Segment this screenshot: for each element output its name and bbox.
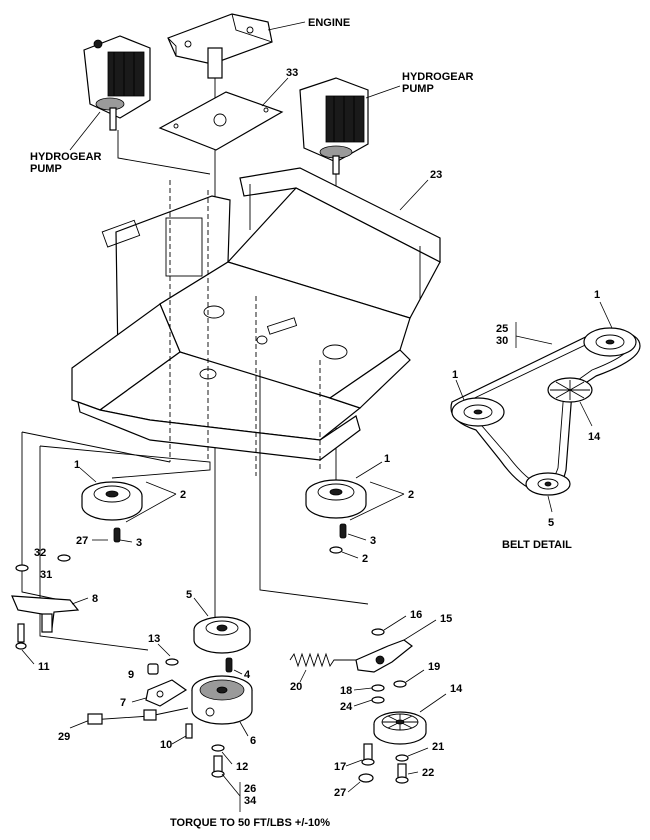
callout-23: 23 (430, 169, 442, 181)
washer-12 (211, 744, 225, 752)
callout-25: 25 (496, 323, 508, 335)
mower-frame (71, 167, 441, 461)
hydrogear-pump-left-label-line2: PUMP (30, 163, 62, 175)
callout-31: 31 (40, 569, 52, 581)
callout-30: 30 (496, 335, 508, 347)
callout-10: 10 (160, 739, 172, 751)
callout-22: 22 (422, 767, 434, 779)
belt-detail-drawing (450, 327, 641, 496)
key-part-left (113, 527, 121, 543)
hydrogear-pump-left (83, 35, 151, 131)
callout-20: 20 (290, 681, 302, 693)
routing-line-left-lower (39, 446, 149, 651)
callout-33: 33 (286, 67, 298, 79)
callout-14-belt: 14 (588, 431, 601, 443)
callout-32: 32 (34, 547, 46, 559)
idler-arm-15 (355, 639, 413, 673)
callout-9: 9 (128, 669, 134, 681)
center-idler-pulley (193, 616, 251, 654)
idler-pulley-14-lower (373, 711, 427, 745)
electric-clutch (191, 675, 253, 725)
callout-1-right-pulley: 1 (384, 453, 390, 465)
washer-24 (371, 696, 385, 704)
callout-18: 18 (340, 685, 352, 697)
callout-3-right: 3 (370, 535, 376, 547)
callout-5-belt: 5 (548, 517, 554, 529)
callout-4: 4 (244, 669, 251, 681)
callout-2-right-b: 2 (362, 553, 368, 565)
callout-1-left-pulley: 1 (74, 459, 80, 471)
belt-detail-label: BELT DETAIL (502, 539, 572, 551)
washer-19 (393, 680, 407, 688)
callout-24: 24 (340, 701, 353, 713)
washer-31 (15, 564, 29, 572)
bolt-11 (15, 623, 27, 650)
bolt-10 (185, 723, 193, 739)
washer-18 (371, 684, 385, 692)
hydrogear-pump-left-label-line1: HYDROGEAR (30, 151, 102, 163)
callout-21: 21 (432, 741, 444, 753)
callout-3-left: 3 (136, 537, 142, 549)
engine-mount-plate (158, 91, 284, 151)
key-part-right (339, 523, 347, 539)
engine-label: ENGINE (308, 17, 350, 29)
washer-16 (371, 628, 385, 636)
right-drive-pulley (305, 479, 367, 519)
hydrogear-pump-right-label-line2: PUMP (402, 83, 434, 95)
routing-line-center (259, 370, 369, 605)
bracket-7 (145, 679, 188, 707)
nut-27-right (358, 773, 374, 783)
nut-right (329, 546, 343, 554)
washer-21 (395, 754, 409, 762)
callout-14-lower: 14 (450, 683, 463, 695)
routing-line-left-mid (39, 445, 211, 479)
callout-17: 17 (334, 761, 346, 773)
callout-2-right-a: 2 (408, 489, 414, 501)
torque-note: TORQUE TO 50 FT/LBS +/-10% (170, 817, 330, 829)
hydrogear-pump-right (299, 77, 369, 175)
callout-34: 34 (244, 795, 257, 807)
callout-1-belt-left: 1 (452, 369, 458, 381)
spring-20 (289, 652, 360, 668)
callout-29: 29 (58, 731, 70, 743)
callout-5-idler: 5 (186, 589, 192, 601)
callout-12: 12 (236, 761, 248, 773)
callout-8: 8 (92, 593, 98, 605)
bolt-22 (395, 763, 409, 784)
hydrogear-pump-right-label-line1: HYDROGEAR (402, 71, 474, 83)
callout-1-belt-top: 1 (594, 289, 600, 301)
key-4 (225, 657, 233, 673)
callout-6: 6 (250, 735, 256, 747)
callout-2-left: 2 (180, 489, 186, 501)
bolt-26 (211, 755, 225, 778)
callout-11: 11 (38, 661, 50, 673)
callout-15: 15 (440, 613, 452, 625)
callout-26: 26 (244, 783, 256, 795)
callout-19: 19 (428, 661, 440, 673)
clip-9 (147, 663, 159, 675)
bolt-17 (361, 743, 375, 766)
routing-line-left-top (21, 431, 171, 463)
callout-13: 13 (148, 633, 160, 645)
callout-27-left: 27 (76, 535, 88, 547)
left-drive-pulley (81, 481, 143, 521)
nut-13 (165, 658, 179, 666)
cable-29 (69, 707, 189, 729)
engine-part (167, 13, 273, 79)
callout-7: 7 (120, 697, 126, 709)
callout-27-right: 27 (334, 787, 346, 799)
callout-16: 16 (410, 609, 422, 621)
routing-line-left-outer (21, 432, 61, 601)
washer-32 (57, 554, 71, 562)
pump-left-routing-line (117, 130, 211, 175)
